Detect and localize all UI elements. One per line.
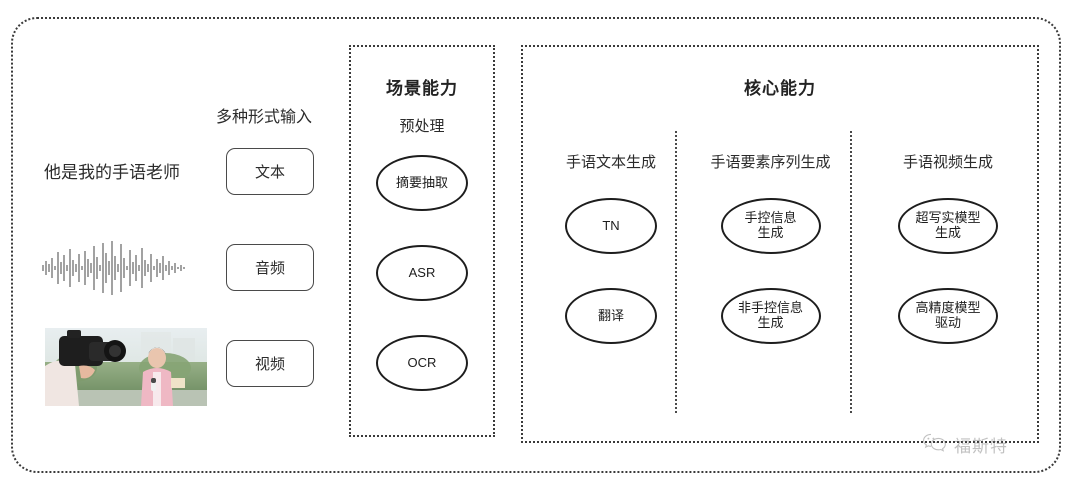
core-node-manual-info[interactable]: 手控信息 生成: [720, 198, 821, 254]
scene-capability-panel: 场景能力 预处理 摘要抽取 ASR OCR: [349, 45, 495, 437]
outer-dotted-frame: [11, 17, 1061, 473]
core-panel-title: 核心能力: [744, 79, 816, 98]
scene-node-ocr[interactable]: OCR: [376, 335, 468, 391]
core-column-2-head: 手语要素序列生成: [710, 154, 831, 171]
core-node-manual-info-line1: 手控信息: [744, 210, 797, 226]
column-divider-1: [675, 131, 677, 413]
core-node-highprecision-model[interactable]: 高精度模型 驱动: [898, 288, 998, 344]
modality-box-video[interactable]: 视频: [226, 340, 314, 387]
core-node-non-manual-info[interactable]: 非手控信息 生成: [720, 288, 821, 344]
core-column-sign-video: 手语视频生成 超写实模型 生成 高精度模型 驱动: [863, 151, 1033, 378]
modality-box-audio[interactable]: 音频: [226, 244, 314, 291]
core-column-1-head: 手语文本生成: [565, 154, 656, 171]
core-node-translate-line1: 翻译: [597, 308, 624, 324]
core-column-element-sequence: 手语要素序列生成 手控信息 生成 非手控信息 生成: [683, 151, 858, 378]
scene-sub-label: 预处理: [399, 118, 445, 135]
core-node-manual-info-line2: 生成: [757, 225, 784, 240]
core-column-3-head: 手语视频生成: [902, 154, 993, 171]
core-node-photoreal-model-line2: 生成: [934, 225, 961, 240]
core-node-non-manual-info-line2: 生成: [757, 315, 784, 330]
audio-waveform-icon: [38, 238, 188, 298]
wechat-icon: [922, 432, 948, 457]
core-capability-panel: 核心能力 手语文本生成 TN 翻译 手语要素序列生成 手控信息 生成: [521, 45, 1039, 443]
watermark: 福斯特: [922, 432, 1008, 457]
scene-node-list: 摘要抽取 ASR OCR: [351, 155, 493, 425]
core-node-highprecision-model-line2: 驱动: [934, 315, 961, 330]
input-section-heading: 多种形式输入: [216, 109, 313, 126]
scene-panel-title: 场景能力: [386, 79, 458, 98]
core-node-translate[interactable]: 翻译: [565, 288, 657, 344]
core-node-photoreal-model[interactable]: 超写实模型 生成: [898, 198, 998, 254]
column-divider-2: [850, 131, 852, 413]
core-node-photoreal-model-line1: 超写实模型: [915, 210, 981, 226]
core-column-sign-text: 手语文本生成 TN 翻译: [531, 151, 691, 378]
core-node-highprecision-model-line1: 高精度模型: [915, 300, 981, 316]
scene-node-summary[interactable]: 摘要抽取: [376, 155, 468, 211]
video-thumbnail-image: [45, 328, 207, 406]
core-node-tn[interactable]: TN: [565, 198, 657, 254]
scene-node-asr[interactable]: ASR: [376, 245, 468, 301]
core-node-tn-line1: TN: [602, 218, 620, 234]
modality-box-text[interactable]: 文本: [226, 148, 314, 195]
sample-text-label: 他是我的手语老师: [44, 163, 180, 182]
watermark-text: 福斯特: [954, 437, 1008, 456]
core-node-non-manual-info-line1: 非手控信息: [737, 300, 803, 316]
